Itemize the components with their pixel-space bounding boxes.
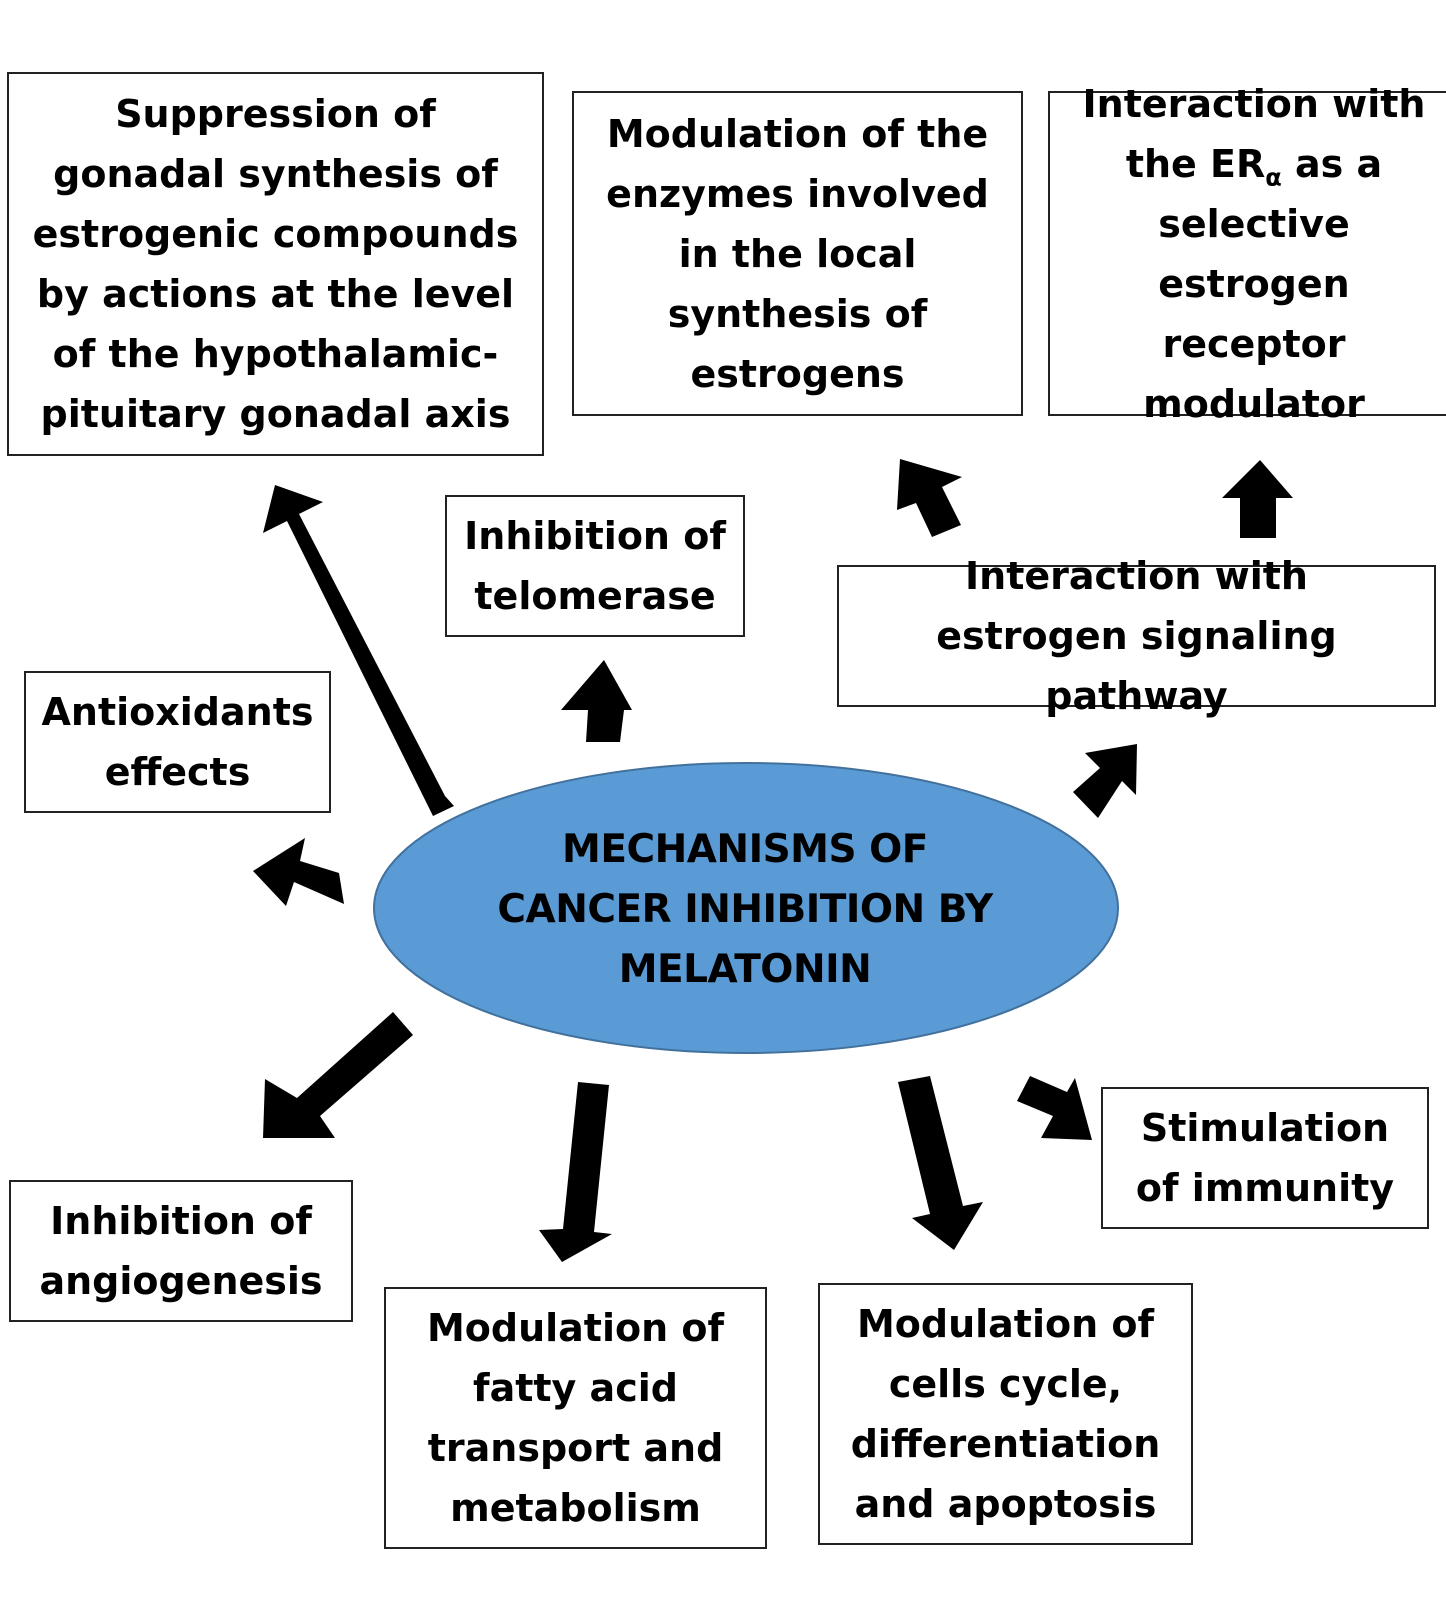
box-immunity: Stimulation of immunity bbox=[1101, 1087, 1429, 1229]
box-era-text: Interaction with the ERα as a selective … bbox=[1068, 74, 1440, 434]
arrow-to-angiogenesis bbox=[263, 1012, 413, 1138]
box-telomerase: Inhibition of telomerase bbox=[445, 495, 745, 637]
box-estrogen-pathway-text: Interaction with estrogen signaling path… bbox=[936, 554, 1337, 718]
box-enzymes: Modulation of the enzymes involved in th… bbox=[572, 91, 1023, 416]
box-antioxidants-text: Antioxidants effects bbox=[41, 690, 314, 794]
box-era-rest: as a selective estrogen receptor modulat… bbox=[1143, 141, 1383, 426]
center-line-2: CANCER INHIBITION BY bbox=[497, 887, 993, 932]
arrow-to-immunity bbox=[1017, 1076, 1092, 1140]
box-immunity-text: Stimulation of immunity bbox=[1135, 1106, 1395, 1210]
arrow-to-suppression bbox=[263, 485, 454, 816]
arrow-to-antioxidants bbox=[253, 838, 344, 906]
arrow-to-estrogen-pathway bbox=[1073, 744, 1137, 818]
box-enzymes-text: Modulation of the enzymes involved in th… bbox=[606, 111, 989, 396]
center-label: MECHANISMS OF CANCER INHIBITION BY MELAT… bbox=[375, 765, 1115, 1055]
box-suppression: Suppression of gonadal synthesis of estr… bbox=[7, 72, 544, 456]
arrow-to-telomerase bbox=[561, 660, 632, 742]
box-fatty-acid-text: Modulation of fatty acid transport and m… bbox=[426, 1306, 725, 1530]
box-antioxidants: Antioxidants effects bbox=[24, 671, 331, 813]
box-era-modulator: Interaction with the ERα as a selective … bbox=[1048, 82, 1446, 426]
box-telomerase-text: Inhibition of telomerase bbox=[464, 514, 726, 618]
box-era-main: Interaction with the ER bbox=[1082, 81, 1426, 186]
box-era-sub: α bbox=[1265, 163, 1282, 192]
arrow-to-fatty-acid bbox=[539, 1082, 612, 1262]
center-ellipse bbox=[373, 762, 1119, 1054]
box-cell-cycle-text: Modulation of cells cycle, differentiati… bbox=[850, 1302, 1161, 1526]
box-estrogen-pathway: Interaction with estrogen signaling path… bbox=[837, 554, 1436, 718]
arrow-to-era bbox=[1222, 460, 1293, 538]
arrow-to-cell-cycle bbox=[898, 1076, 983, 1250]
box-fatty-acid: Modulation of fatty acid transport and m… bbox=[384, 1287, 767, 1549]
box-cell-cycle: Modulation of cells cycle, differentiati… bbox=[818, 1283, 1193, 1545]
arrow-to-enzymes bbox=[897, 459, 962, 537]
box-suppression-text: Suppression of gonadal synthesis of estr… bbox=[32, 92, 519, 436]
box-angiogenesis: Inhibition of angiogenesis bbox=[9, 1180, 353, 1322]
box-angiogenesis-text: Inhibition of angiogenesis bbox=[39, 1199, 323, 1303]
center-line-1: MECHANISMS OF bbox=[562, 827, 928, 872]
center-line-3: MELATONIN bbox=[618, 947, 872, 992]
